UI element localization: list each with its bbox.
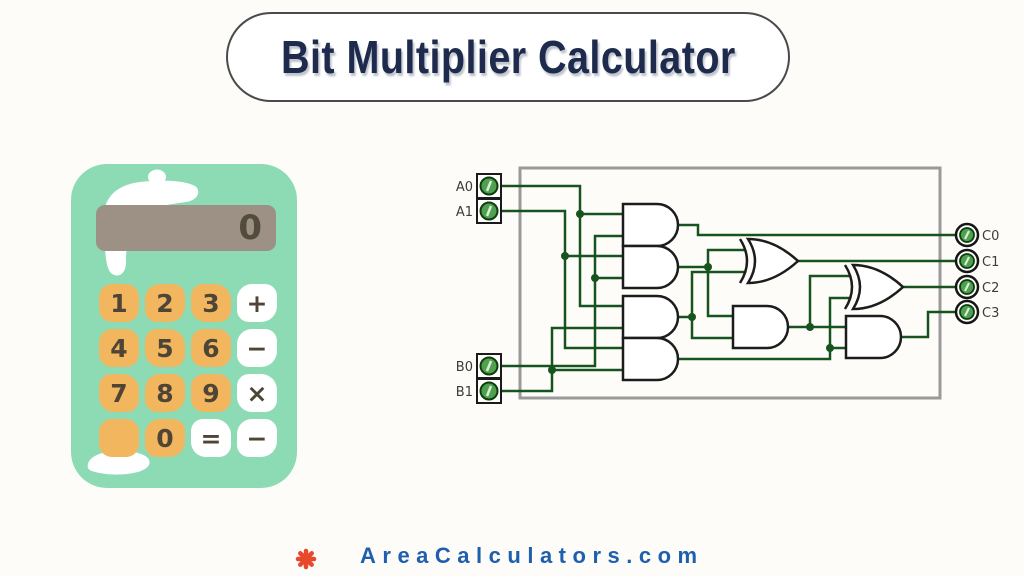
calc-key-2: 2: [145, 284, 185, 322]
calc-key-1: 1: [99, 284, 139, 322]
highlight-blob-bottom: [87, 450, 150, 475]
calc-key-minus: −: [237, 329, 277, 367]
circuit-svg: A0 A1 B0 B1 C0 C1 C2 C3: [456, 166, 1000, 404]
wire-c0: [678, 223, 967, 237]
footer-brand[interactable]: AreaCalculators.com: [360, 543, 704, 568]
input-label-a1: A1: [456, 205, 473, 220]
and-gate-3: [621, 294, 680, 340]
calc-key-multiply: ×: [237, 374, 277, 412]
calc-key-7: 7: [99, 374, 139, 412]
wire-b1: [501, 326, 623, 393]
calc-key-plus: +: [237, 284, 277, 322]
and-gate-6: [844, 314, 903, 360]
gates: [621, 202, 905, 382]
xor-gate-1-backline: [738, 238, 749, 284]
xor-gate-2-backline: [843, 264, 854, 310]
output-label-c3: C3: [982, 306, 999, 321]
output-terminals: [954, 222, 980, 325]
calc-key-blank: [99, 419, 139, 457]
wire-and3-and5: [690, 317, 733, 340]
and-gate-2: [621, 244, 680, 290]
circuit-frame: [518, 166, 942, 400]
and-gate-4: [621, 336, 680, 382]
input-label-a0: A0: [456, 180, 473, 195]
output-terminal-c2: [954, 274, 980, 300]
calc-key-8: 8: [145, 374, 185, 412]
wire-c3: [901, 310, 967, 339]
junction-dots: [548, 210, 834, 374]
and-gate-1: [621, 202, 680, 248]
input-terminal-b1: [476, 378, 502, 404]
terminal-labels: A0 A1 B0 B1 C0 C1 C2 C3: [456, 180, 1000, 400]
calculator-keypad: 1 2 3 + 4 5 6 − 7 8 9 × 0 = −: [99, 284, 277, 457]
display-value: 0: [238, 208, 262, 248]
output-terminal-c0: [954, 222, 980, 248]
asterisk-burst-icon: [295, 548, 317, 570]
calc-key-6: 6: [191, 329, 231, 367]
wire-and3-xor1: [678, 270, 746, 319]
input-terminal-b0: [476, 353, 502, 379]
title-pill: Bit Multiplier Calculator: [226, 12, 790, 102]
wires: [501, 184, 967, 393]
wire-and5-xor2: [788, 274, 851, 329]
wire-a0: [501, 184, 623, 308]
input-terminal-a1: [476, 198, 502, 224]
calc-key-0: 0: [145, 419, 185, 457]
xor-gate-2: [850, 263, 905, 311]
calculator-display: [96, 205, 276, 251]
page-title: Bit Multiplier Calculator: [280, 31, 736, 83]
input-label-b0: B0: [456, 360, 473, 375]
output-label-c2: C2: [982, 281, 999, 296]
output-terminal-c1: [954, 248, 980, 274]
calc-key-minus-2: −: [237, 419, 277, 457]
output-label-c1: C1: [982, 255, 999, 270]
input-terminals: [476, 173, 502, 404]
wire-and2-xor1: [678, 248, 746, 269]
highlight-swoosh: [103, 180, 199, 276]
input-label-b1: B1: [456, 385, 473, 400]
calc-key-4: 4: [99, 329, 139, 367]
calc-key-5: 5: [145, 329, 185, 367]
highlight-dot: [148, 169, 166, 185]
calc-key-9: 9: [191, 374, 231, 412]
and-gate-5: [731, 304, 790, 350]
calc-key-equals: =: [191, 419, 231, 457]
calc-key-3: 3: [191, 284, 231, 322]
multiplier-circuit-diagram: A0 A1 B0 B1 C0 C1 C2 C3: [440, 150, 1024, 420]
wire-and4-xor2: [678, 296, 851, 361]
calculator-illustration: 0 1 2 3 + 4 5 6 − 7 8 9 × 0 = −: [68, 162, 300, 490]
wire-b0: [501, 234, 623, 368]
xor-gate-1: [745, 237, 800, 285]
output-terminal-c3: [954, 299, 980, 325]
wire-and2-and5: [706, 267, 733, 318]
input-terminal-a0: [476, 173, 502, 199]
output-label-c0: C0: [982, 229, 999, 244]
